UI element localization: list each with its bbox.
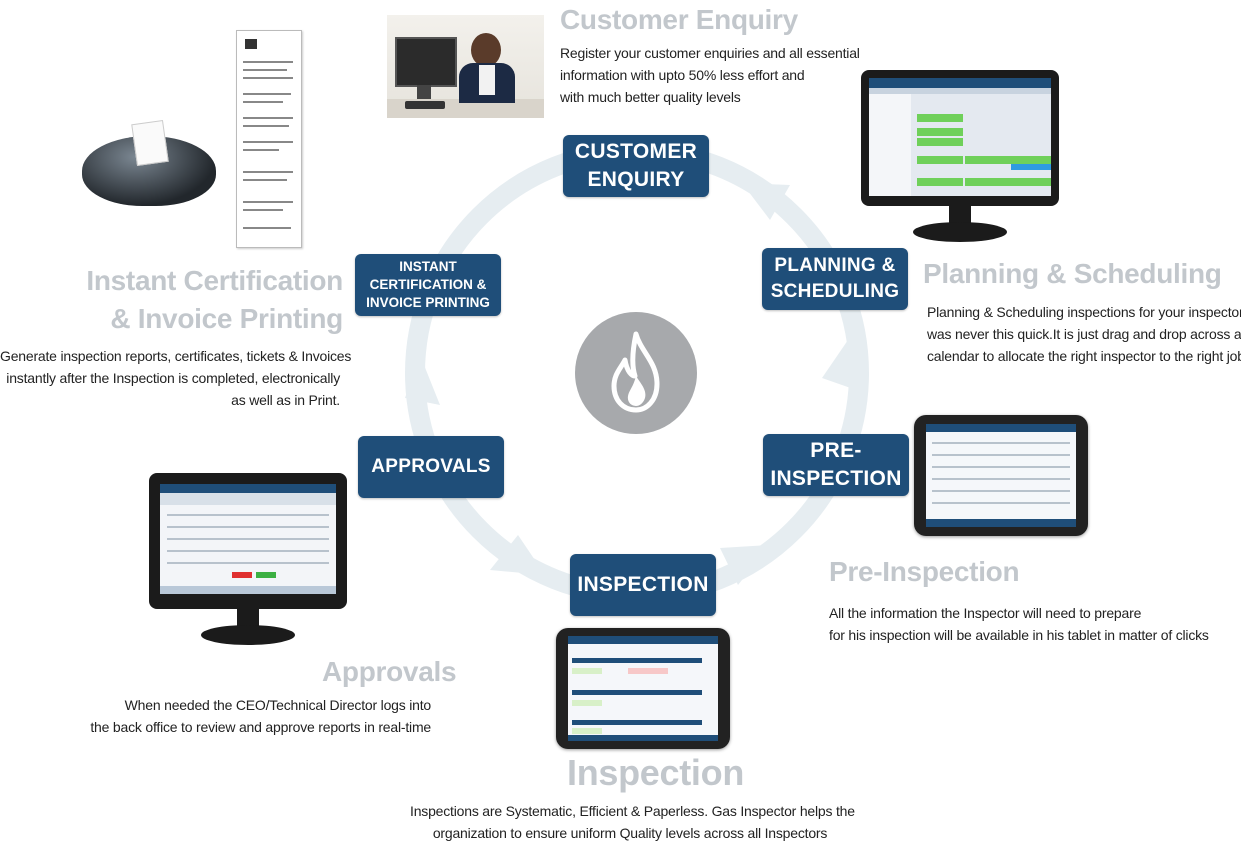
customer-enquiry-title: Customer Enquiry [560,4,798,35]
certification-box: INSTANT CERTIFICATION & INVOICE PRINTING [355,254,501,316]
desc-line: information with upto 50% less effort an… [560,67,805,83]
pre-inspection-title: Pre-Inspection [829,556,1020,587]
box-line: CERTIFICATION & [369,277,487,292]
pre-inspection-tablet-image [914,415,1088,536]
certification-title: Instant Certification & Invoice Printing [60,262,343,338]
desc-line: All the information the Inspector will n… [829,605,1142,621]
pre-inspection-description: All the information the Inspector will n… [829,602,1209,646]
desc-line: When needed the CEO/Technical Director l… [124,697,432,713]
box-line: INVOICE PRINTING [366,295,490,310]
desc-line: as well as in Print. [231,392,340,408]
cycle-arrow-3 [720,545,770,585]
box-line: INSPECTION [770,467,902,490]
box-line: PLANNING & [774,255,896,276]
desc-line: instantly after the Inspection is comple… [6,370,340,386]
cycle-arrow-2 [822,340,862,392]
desc-line: for his inspection will be available in … [829,627,1209,643]
approvals-title: Approvals [322,656,457,687]
desc-line: calendar to allocate the right inspector… [927,348,1241,364]
customer-enquiry-box: CUSTOMER ENQUIRY [563,135,709,197]
approvals-box: APPROVALS [358,436,504,498]
desc-line: the back office to review and approve re… [90,719,431,735]
inspection-tablet-image [556,628,730,749]
desc-line: organization to ensure uniform Quality l… [432,825,828,841]
desc-line: Register your customer enquiries and all… [560,45,860,61]
pre-inspection-box: PRE- INSPECTION [763,434,909,496]
certification-description: Generate inspection reports, certificate… [0,345,352,411]
box-line: INSTANT [399,259,457,274]
desc-line: with much better quality levels [560,89,741,105]
printer-image [78,118,220,214]
inspection-title: Inspection [567,752,745,793]
flame-icon [575,312,697,434]
box-line: INSPECTION [577,573,709,596]
desc-line: Inspections are Systematic, Efficient & … [410,803,855,819]
desc-line: was never this quick.It is just drag and… [927,326,1241,342]
approvals-description: When needed the CEO/Technical Director l… [80,694,431,738]
box-line: CUSTOMER [574,140,698,163]
cycle-arrow-1 [742,183,790,220]
customer-service-photo [387,15,544,118]
customer-enquiry-description: Register your customer enquiries and all… [560,42,860,108]
box-line: ENQUIRY [587,168,685,191]
desc-line: Planning & Scheduling inspections for yo… [927,304,1241,320]
approvals-monitor-image [149,473,347,648]
box-line: SCHEDULING [770,281,900,302]
box-line: PRE- [810,439,862,462]
planning-title: Planning & Scheduling [923,258,1222,289]
title-line: Instant Certification [86,265,343,296]
title-line: & Invoice Printing [110,303,343,334]
planning-description: Planning & Scheduling inspections for yo… [927,301,1241,367]
receipt-image [236,30,302,248]
planning-monitor-image [861,70,1059,245]
planning-scheduling-box: PLANNING & SCHEDULING [762,248,908,310]
cycle-arrow-5 [405,355,440,405]
inspection-box: INSPECTION [570,554,716,616]
desc-line: Generate inspection reports, certificate… [0,348,352,364]
inspection-description: Inspections are Systematic, Efficient & … [410,800,855,844]
box-line: APPROVALS [371,456,491,477]
cycle-arrow-4 [490,535,545,575]
